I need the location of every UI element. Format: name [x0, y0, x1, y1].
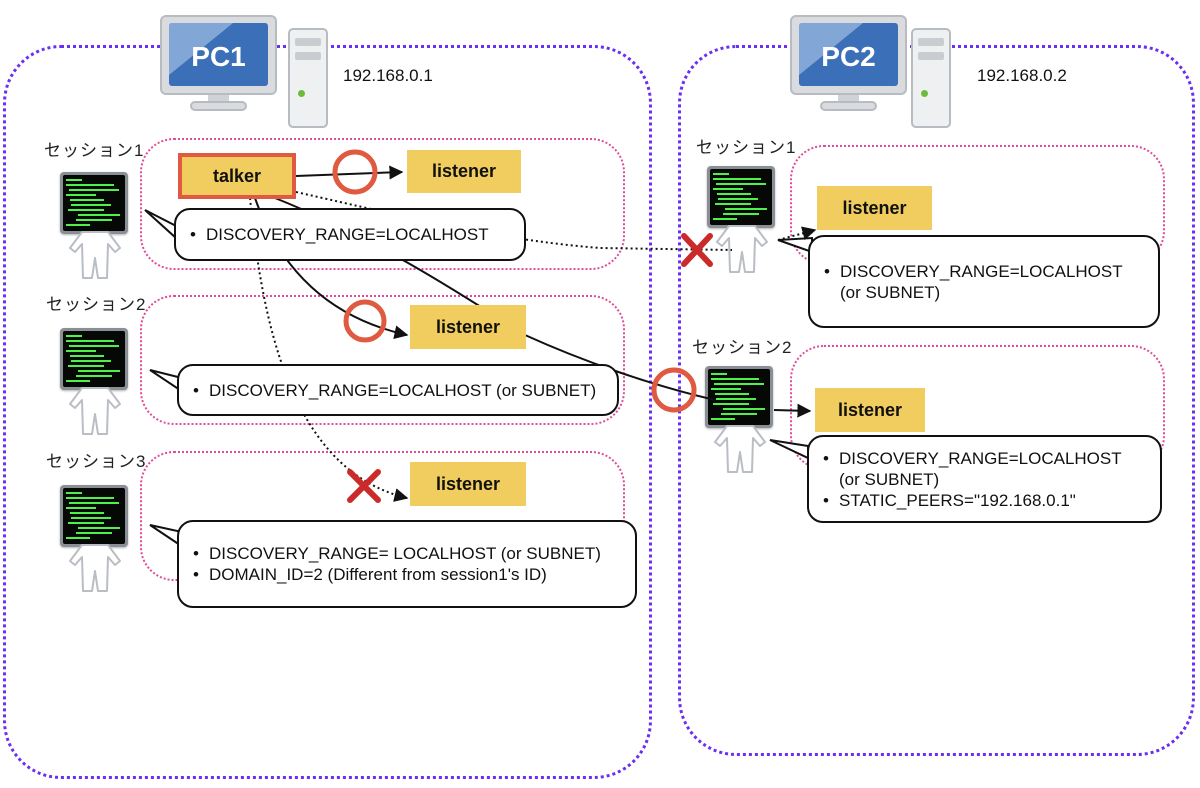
setting-item: DISCOVERY_RANGE=LOCALHOST	[839, 448, 1122, 468]
terminal-screen-icon	[60, 485, 128, 547]
pc2-session2-listener-node: listener	[815, 388, 925, 432]
setting-item: STATIC_PEERS="192.168.0.1"	[839, 490, 1076, 510]
pc1-session3-settings-callout: •DISCOVERY_RANGE= LOCALHOST (or SUBNET) …	[177, 520, 637, 608]
pc1-session1-terminal-icon	[60, 172, 130, 280]
person-icon	[69, 387, 121, 435]
pc2-label: PC2	[821, 41, 876, 72]
terminal-screen-icon	[705, 366, 773, 428]
person-icon	[716, 225, 768, 273]
pc2-session1-settings-callout: •DISCOVERY_RANGE=LOCALHOST (or SUBNET)	[808, 235, 1160, 328]
pc1-session3-label: セッション3	[46, 452, 147, 471]
pc1-monitor-icon: PC1	[160, 15, 277, 113]
pc1-session3-terminal-icon	[60, 485, 130, 593]
setting-item: DISCOVERY_RANGE=LOCALHOST	[206, 225, 489, 244]
pc1-session2-terminal-icon	[60, 328, 130, 436]
terminal-screen-icon	[60, 172, 128, 234]
terminal-screen-icon	[707, 166, 775, 228]
person-icon	[69, 231, 121, 279]
pc1-label: PC1	[191, 41, 246, 72]
pc1-session3-listener-node: listener	[410, 462, 526, 506]
setting-item-continuation: (or SUBNET)	[840, 282, 941, 302]
pc1-ip-address: 192.168.0.1	[343, 66, 433, 85]
pc1-session1-settings-callout: •DISCOVERY_RANGE=LOCALHOST	[174, 208, 526, 261]
pc2-session2-terminal-icon	[705, 366, 775, 474]
pc2-session2-settings-callout: •DISCOVERY_RANGE=LOCALHOST (or SUBNET) •…	[807, 435, 1162, 523]
pc2-session1-terminal-icon	[707, 166, 777, 274]
pc1-session2-listener-node: listener	[410, 305, 526, 349]
setting-item: DISCOVERY_RANGE=LOCALHOST	[840, 261, 1123, 281]
pc1-session2-settings-callout: •DISCOVERY_RANGE=LOCALHOST (or SUBNET)	[177, 364, 619, 416]
pc2-session2-label: セッション2	[692, 338, 793, 357]
pc2-tower-icon	[911, 28, 951, 128]
pc2-ip-address: 192.168.0.2	[977, 66, 1067, 85]
setting-item: DOMAIN_ID=2 (Different from session1's I…	[209, 565, 547, 584]
setting-item-continuation: (or SUBNET)	[839, 469, 940, 489]
pc2-session1-listener-node: listener	[817, 186, 932, 230]
pc1-session1-listener-node: listener	[407, 150, 521, 193]
pc1-session1-talker-node: talker	[178, 153, 296, 199]
terminal-screen-icon	[60, 328, 128, 390]
pc2-monitor-icon: PC2	[790, 15, 907, 113]
pc1-session2-label: セッション2	[46, 295, 147, 314]
person-icon	[69, 544, 121, 592]
person-icon	[714, 425, 766, 473]
setting-item: DISCOVERY_RANGE= LOCALHOST (or SUBNET)	[209, 544, 601, 563]
pc2-session1-label: セッション1	[696, 138, 797, 157]
pc1-session1-label: セッション1	[44, 141, 145, 160]
setting-item: DISCOVERY_RANGE=LOCALHOST (or SUBNET)	[209, 380, 597, 400]
pc1-tower-icon	[288, 28, 328, 128]
